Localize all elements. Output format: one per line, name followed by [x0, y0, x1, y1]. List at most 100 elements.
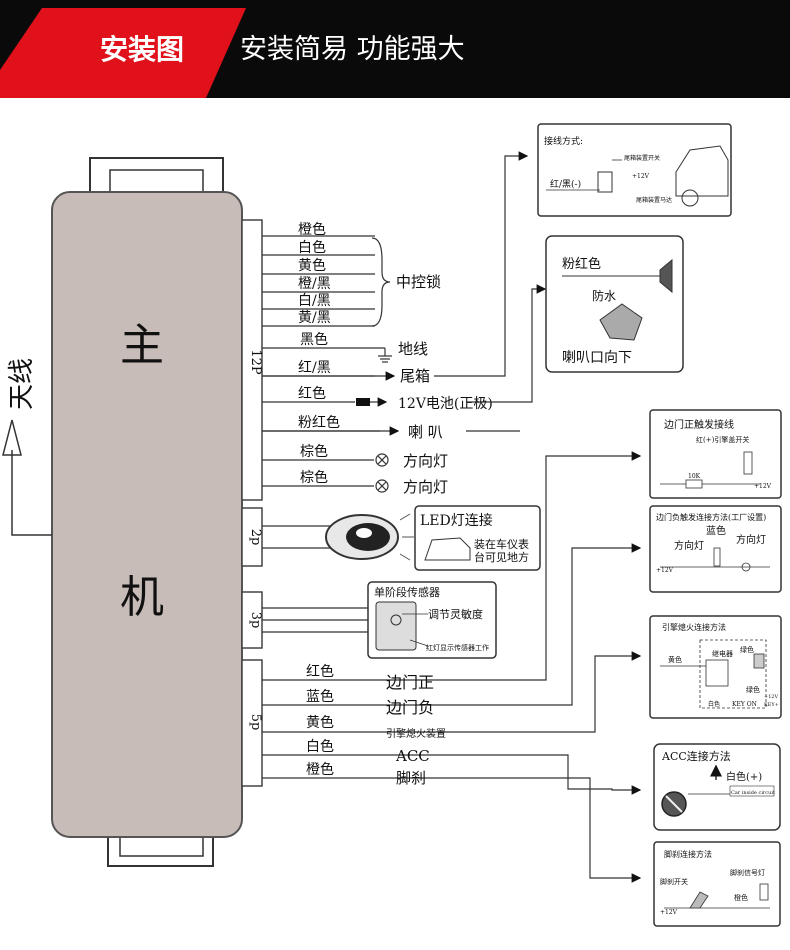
wire-5p-white: 白色 [306, 738, 334, 755]
connector-5p-label: 5p [248, 714, 263, 731]
horn-panel-caption: 喇叭口向下 [562, 350, 632, 366]
trunk-panel: 接线方式: 红/黑(-) 尾箱装置开关 +12V 尾箱装置马达 [537, 123, 732, 217]
connector-12p-label: 12P [248, 349, 263, 375]
wire-5p-blue: 蓝色 [306, 688, 334, 705]
horn-connection-line [466, 284, 547, 432]
header-title: 安装图 [99, 33, 184, 66]
door-positive-label: 边门正 [386, 673, 434, 692]
horn-icon [599, 303, 643, 341]
connector-2p: 2p [241, 507, 330, 567]
horn-panel-waterproof: 防水 [592, 288, 616, 303]
connector-3p-label: 3p [248, 612, 263, 629]
acc-panel-white: 白色(+) [726, 770, 762, 783]
engine-kill-panel-plus12: +12V [764, 694, 779, 700]
door-positive-panel-subtitle: 红(+)引擎盖开关 [696, 435, 749, 444]
trunk-label: 尾箱 [400, 367, 430, 385]
turn-light-1-label: 方向灯 [403, 452, 448, 470]
connector-5p: 5p [241, 659, 263, 787]
engine-kill-panel-yellow: 黄色 [668, 655, 682, 664]
battery-label: 12V电池(正极) [398, 396, 493, 412]
door-negative-panel: 边门负触发连接方法(工厂设置) 蓝色 方向灯 方向灯 +12V [649, 505, 782, 593]
door-positive-panel: 边门正触发接线 红(+)引擎盖开关 10K +12V [649, 409, 782, 499]
brake-panel-voltage: +12V [660, 909, 678, 916]
ground-icon [378, 348, 392, 363]
engine-kill-panel-white: 白色 [708, 700, 720, 708]
brake-pedal-icon [689, 891, 709, 909]
central-lock-brace [371, 237, 391, 327]
trunk-panel-title: 接线方式: [544, 135, 583, 147]
acc-panel-circuit: Car inside circuit [731, 790, 775, 796]
engine-kill-panel-green-2: 绿色 [746, 685, 760, 694]
engine-kill-panel-relay: 继电器 [712, 649, 733, 658]
door-positive-panel-voltage: +12V [754, 483, 772, 490]
wire-yellow: 黄色 [298, 257, 326, 274]
wire-orange-black: 橙/黑 [298, 276, 331, 292]
header-subtitle: 安装简易 功能强大 [240, 34, 465, 65]
wire-5p-yellow: 黄色 [306, 714, 334, 731]
acc-panel-title: ACC连接方法 [661, 749, 731, 763]
acc-label: ACC [395, 747, 430, 765]
engine-kill-panel-key: KEY+ [764, 702, 779, 708]
engine-kill-panel: 引擎熄火连接方法 黄色 继电器 绿色 绿色 白色 KEY ON +12V KEY… [649, 615, 782, 719]
engine-kill-panel-green-1: 绿色 [740, 645, 754, 654]
horn-label: 喇 叭 [408, 423, 443, 441]
brake-panel-signal: 脚刹信号灯 [730, 868, 765, 877]
wire-white-black: 白/黑 [298, 293, 331, 309]
door-positive-panel-resistor: 10K [688, 473, 701, 480]
main-unit-label-top: 主 [120, 320, 164, 371]
sensor-panel-note: 红灯显示传感器工作 [426, 643, 489, 652]
brake-label: 脚刹 [396, 769, 426, 787]
door-negative-panel-blue: 蓝色 [706, 524, 726, 537]
trunk-panel-note-1: 尾箱装置开关 [624, 154, 660, 162]
wire-orange: 橙色 [298, 221, 326, 238]
brake-panel-switch: 脚刹开关 [660, 877, 688, 886]
wires-5p [262, 679, 452, 779]
main-unit: 主 机 [51, 157, 243, 867]
engine-kill-panel-key-on: KEY ON [732, 701, 757, 708]
wire-brown-2: 棕色 [300, 469, 328, 486]
connector-2p-label: 2p [248, 529, 263, 546]
turn-light-icons [375, 453, 389, 493]
trunk-panel-wire: 红/黑(-) [550, 178, 581, 190]
door-negative-panel-light-left: 方向灯 [674, 539, 704, 552]
trunk-panel-note-3: 尾箱装置马达 [636, 196, 672, 204]
brake-panel: 脚刹连接方法 脚刹开关 脚刹信号灯 橙色 +12V [653, 841, 781, 927]
trunk-panel-note-2: +12V [632, 173, 650, 180]
engine-kill-panel-title: 引擎熄火连接方法 [662, 622, 726, 632]
led-panel-note-1: 装在车仪表 [474, 537, 529, 551]
wire-red-black: 红/黑 [298, 360, 331, 376]
acc-panel: ACC连接方法 白色(+) Car inside circuit [653, 743, 781, 831]
connector-12p: 12P [241, 219, 263, 501]
brake-panel-orange: 橙色 [734, 893, 748, 902]
led-panel: LED灯连接 装在车仪表 台可见地方 [414, 505, 541, 571]
sensor-panel-adjust: 调节灵敏度 [428, 607, 483, 621]
trunk-connection-line [434, 151, 529, 377]
door-positive-panel-title: 边门正触发接线 [664, 418, 734, 431]
sensor-panel-title: 单阶段传感器 [374, 585, 440, 599]
routing-5p [440, 451, 642, 883]
wire-5p-red: 红色 [306, 663, 334, 680]
wire-yellow-black: 黄/黑 [298, 309, 331, 326]
wire-white: 白色 [298, 239, 326, 256]
ground-label: 地线 [398, 340, 428, 358]
fuse-icon [356, 398, 370, 406]
connector-3p: 3p [241, 591, 368, 649]
main-unit-label-bottom: 机 [120, 572, 164, 623]
wire-pink-red: 粉红色 [298, 414, 340, 431]
sensor-panel: 单阶段传感器 调节灵敏度 红灯显示传感器工作 [367, 581, 497, 659]
wire-brown-1: 棕色 [300, 443, 328, 460]
header-red-parallelogram [0, 8, 246, 98]
wiring-diagram: 主 机 天线 12P 橙色 白色 黄色 橙/黑 白/黑 黄/黑 黑色 红/黑 红… [2, 123, 782, 927]
led-panel-title: LED灯连接 [420, 512, 493, 529]
wire-5p-orange: 橙色 [306, 761, 334, 778]
brake-panel-title: 脚刹连接方法 [664, 849, 712, 859]
antenna-label: 天线 [7, 358, 37, 410]
antenna: 天线 [2, 358, 52, 536]
central-lock-label: 中控锁 [396, 273, 441, 291]
door-negative-panel-light-right: 方向灯 [736, 533, 766, 546]
door-negative-panel-title: 边门负触发连接方法(工厂设置) [656, 512, 766, 522]
turn-light-2-label: 方向灯 [403, 478, 448, 496]
door-negative-label: 边门负 [386, 698, 434, 717]
door-negative-panel-voltage: +12V [656, 567, 674, 574]
wire-red: 红色 [298, 385, 326, 402]
